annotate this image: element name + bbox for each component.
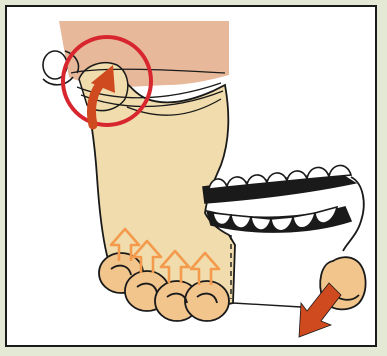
upper-teeth-row [203,165,355,203]
figure-frame [5,5,377,347]
jaw-diagram [7,7,379,349]
lower-teeth-row [207,207,351,232]
connector-line [233,303,301,307]
